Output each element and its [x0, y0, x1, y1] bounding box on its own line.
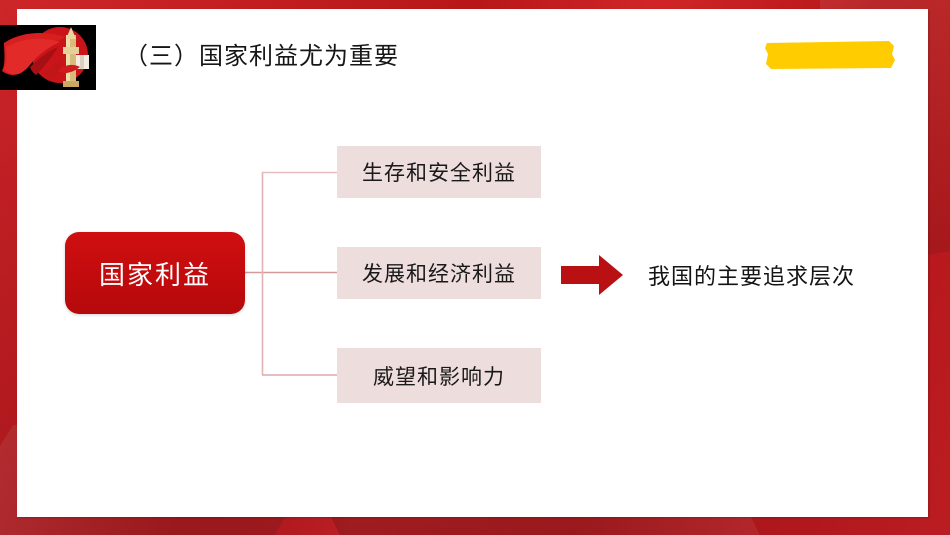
diagram-branch-node[interactable]: 威望和影响力: [337, 348, 541, 403]
diagram-branch-label: 生存和安全利益: [362, 162, 516, 185]
diagram-branch-node[interactable]: 发展和经济利益: [337, 247, 541, 299]
diagram-root-node[interactable]: 国家利益: [65, 232, 245, 314]
red-flag-monument-logo: [0, 25, 96, 90]
diagram-branch-label: 威望和影响力: [373, 365, 505, 389]
diagram-root-label: 国家利益: [98, 259, 211, 290]
diagram-branch-label: 发展和经济利益: [362, 263, 516, 286]
right-arrow-icon: [561, 254, 623, 296]
callout-label: 我国的主要追求层次: [648, 264, 856, 289]
diagram-branch-node[interactable]: 生存和安全利益: [337, 146, 541, 198]
yellow-highlight-bar: [765, 40, 895, 70]
page-title: （三）国家利益尤为重要: [124, 43, 399, 70]
